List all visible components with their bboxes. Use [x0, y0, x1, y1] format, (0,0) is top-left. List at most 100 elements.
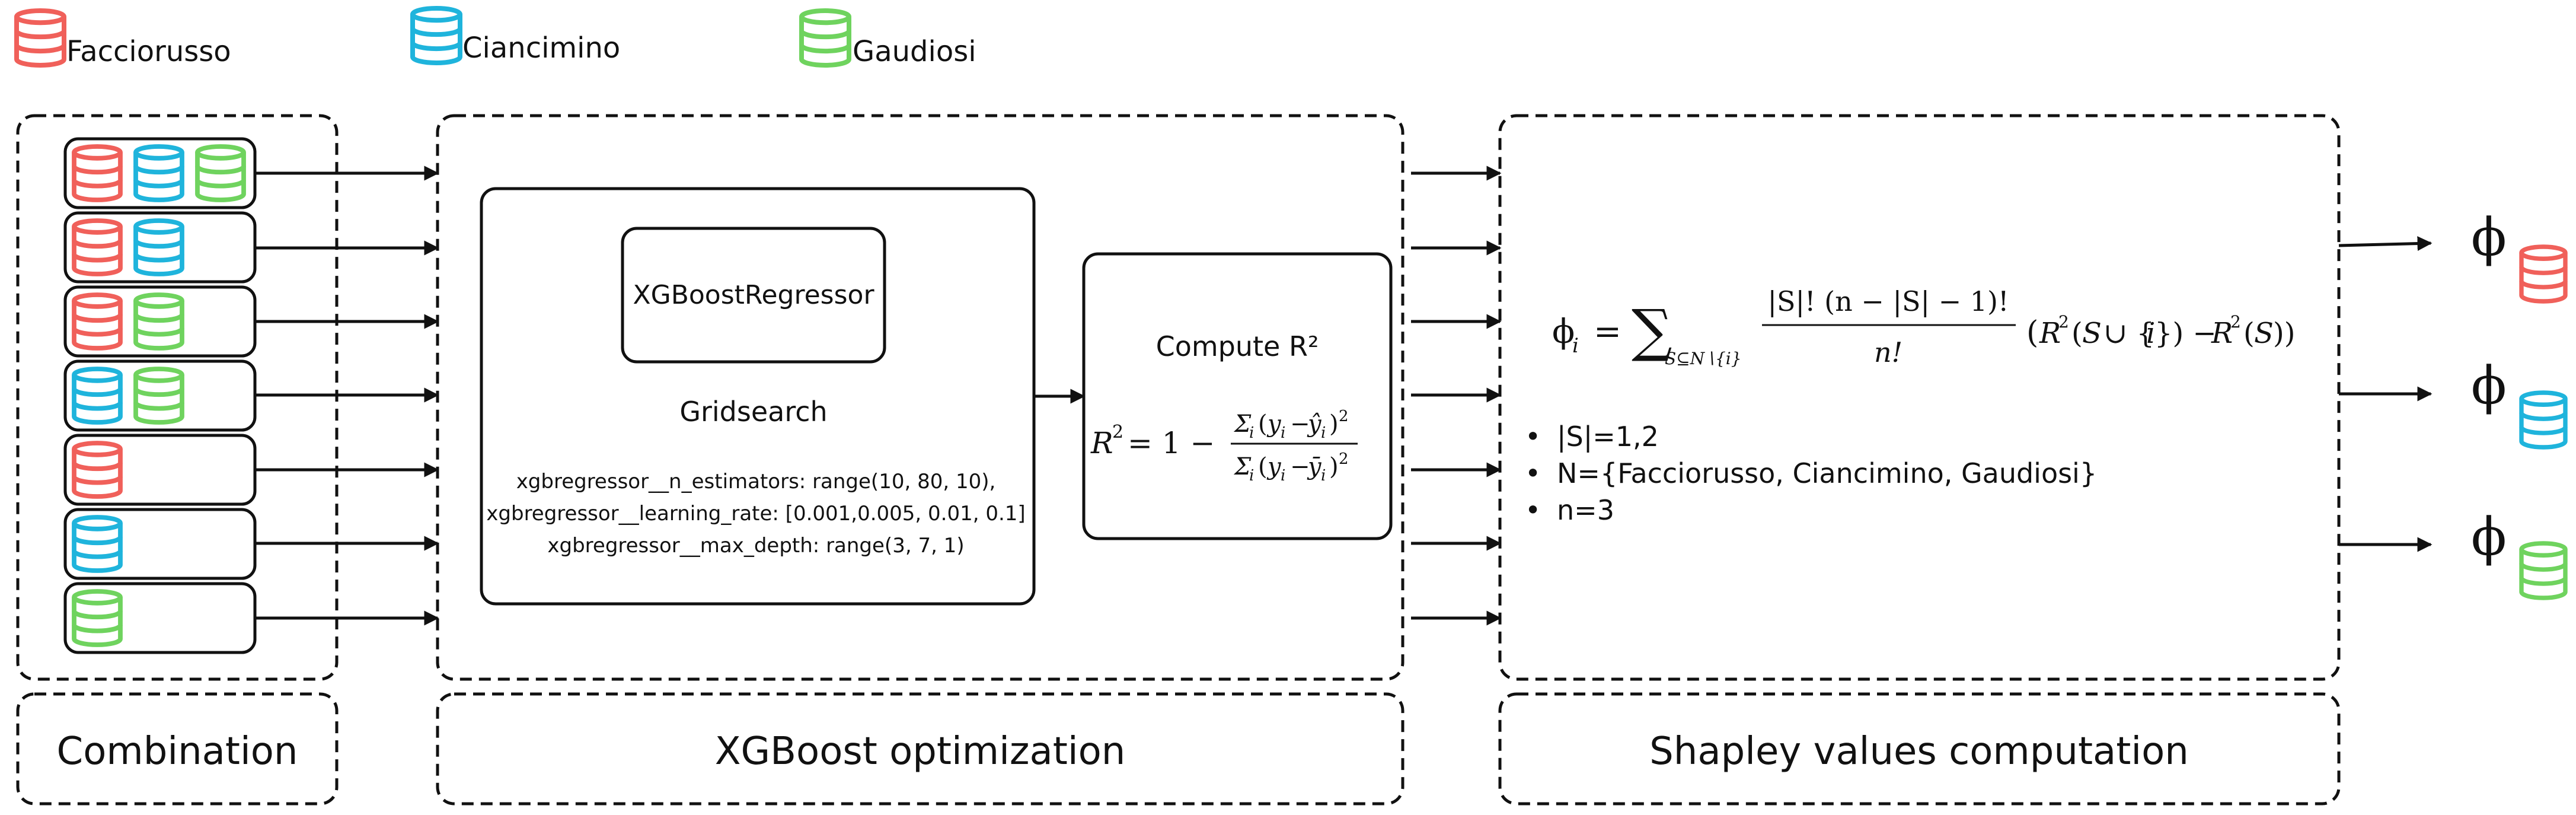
- stage-text: XGBoost optimization: [715, 730, 1126, 773]
- database-icon: [133, 144, 184, 202]
- database-icon: [72, 441, 123, 499]
- database-icon: [410, 6, 462, 65]
- stage-text: Shapley values computation: [1649, 730, 2189, 773]
- svg-text:S: S: [2082, 317, 2102, 350]
- svg-text:2: 2: [1339, 408, 1349, 425]
- svg-text:−: −: [1290, 453, 1310, 480]
- svg-text:i: i: [1249, 424, 1254, 442]
- bullet-text: N={Facciorusso, Ciancimino, Gaudiosi}: [1557, 457, 2097, 489]
- svg-text:2: 2: [1339, 450, 1349, 468]
- bullet-text: n=3: [1557, 494, 1614, 526]
- database-icon: [72, 144, 123, 202]
- svg-text:Σ: Σ: [1233, 453, 1252, 480]
- legend-item-facciorusso: Facciorusso: [14, 8, 231, 68]
- svg-text:|S|! (n − |S| − 1)!: |S|! (n − |S| − 1)!: [1768, 285, 2009, 317]
- svg-text:}) −: }) −: [2154, 317, 2217, 350]
- combination-row: [63, 359, 257, 432]
- database-icon: [72, 218, 123, 276]
- svg-text:): ): [1329, 410, 1339, 438]
- legend-label: Gaudiosi: [853, 35, 976, 68]
- stage-label-combination: Combination: [16, 692, 339, 806]
- svg-text:)): )): [2273, 317, 2295, 350]
- phi-symbol: ϕ: [2471, 506, 2507, 567]
- svg-text:ϕ: ϕ: [1552, 313, 1575, 351]
- database-icon: [133, 292, 184, 351]
- svg-text:= 1 −: = 1 −: [1128, 426, 1215, 460]
- svg-text:2: 2: [1112, 422, 1123, 442]
- database-icon: [72, 589, 123, 647]
- svg-text:Σ: Σ: [1233, 410, 1252, 438]
- database-icon: [133, 218, 184, 276]
- model-label: XGBoostRegressor: [633, 280, 874, 310]
- legend-label: Facciorusso: [66, 35, 231, 68]
- stage-label-xgboost: XGBoost optimization: [436, 692, 1404, 806]
- svg-text:S⊆N∖{i}: S⊆N∖{i}: [1665, 349, 1742, 368]
- param-line: xgbregressor__max_depth: range(3, 7, 1): [547, 534, 964, 558]
- database-icon: [2519, 390, 2568, 450]
- output-phi-gaudiosi: ϕ: [2471, 506, 2568, 600]
- database-icon: [72, 292, 123, 351]
- shapley-panel: [1498, 114, 2341, 681]
- svg-text:R: R: [1090, 426, 1113, 460]
- database-icon: [14, 8, 66, 68]
- r2-formula: R 2 = 1 − Σ i ( y i − ŷ i ) 2 Σ i ( y i …: [1090, 408, 1358, 485]
- svg-text:i: i: [1281, 467, 1285, 485]
- svg-text:i: i: [1321, 467, 1326, 485]
- gridsearch-label: Gridsearch: [679, 396, 827, 428]
- svg-text:(: (: [2026, 315, 2038, 351]
- database-icon: [799, 8, 851, 68]
- svg-text:∪ {: ∪ {: [2103, 317, 2154, 350]
- svg-text:y: y: [1266, 453, 1282, 480]
- combination-row: [63, 582, 257, 654]
- svg-text:ŷ: ŷ: [1307, 410, 1322, 438]
- combination-panel: [16, 114, 339, 681]
- legend-item-ciancimino: Ciancimino: [410, 6, 620, 65]
- svg-text:ȳ: ȳ: [1307, 453, 1322, 480]
- combination-row: [63, 434, 257, 506]
- svg-text:i: i: [1321, 424, 1326, 442]
- database-icon: [195, 144, 246, 202]
- svg-text:R: R: [2039, 317, 2061, 350]
- xgboost-panel: [436, 114, 1404, 681]
- svg-text:(: (: [2071, 317, 2083, 350]
- svg-text:(: (: [1258, 410, 1268, 438]
- param-line: xgbregressor__learning_rate: [0.001,0.00…: [486, 502, 1025, 526]
- database-icon: [72, 367, 123, 425]
- svg-text:): ): [1329, 453, 1339, 480]
- combination-list: [63, 137, 257, 654]
- shapley-formula: ϕ i = ∑ S⊆N∖{i} |S|! (n − |S| − 1)! n! (…: [1552, 285, 2295, 368]
- output-arrows: [2338, 236, 2433, 552]
- svg-text:i: i: [1249, 467, 1254, 485]
- combination-arrows: [255, 165, 439, 626]
- database-icon: [2519, 541, 2568, 600]
- r2-title: Compute R²: [1156, 330, 1319, 362]
- phi-symbol: ϕ: [2471, 355, 2507, 416]
- svg-text:R: R: [2211, 317, 2233, 350]
- combination-row: [63, 137, 257, 209]
- combination-row: [63, 285, 257, 358]
- legend-label: Ciancimino: [462, 31, 620, 65]
- svg-text:−: −: [1290, 410, 1310, 438]
- svg-text:•: •: [1525, 457, 1541, 489]
- svg-text:•: •: [1525, 421, 1541, 453]
- svg-text:S: S: [2254, 317, 2274, 350]
- database-icon: [72, 515, 123, 573]
- stage-text: Combination: [57, 730, 298, 773]
- svg-text:(: (: [1258, 453, 1268, 480]
- bullet-text: |S|=1,2: [1557, 421, 1659, 453]
- svg-text:=: =: [1594, 313, 1621, 351]
- svg-text:i: i: [1572, 334, 1579, 358]
- shapley-bullets: • |S|=1,2 • N={Facciorusso, Ciancimino, …: [1525, 421, 2097, 526]
- param-line: xgbregressor__n_estimators: range(10, 80…: [516, 470, 996, 494]
- svg-text:∑: ∑: [1632, 297, 1672, 364]
- stage-label-shapley: Shapley values computation: [1498, 692, 2341, 806]
- database-icon: [133, 367, 184, 425]
- svg-text:n!: n!: [1874, 336, 1903, 368]
- phi-symbol: ϕ: [2471, 206, 2507, 268]
- svg-text:2: 2: [2230, 312, 2241, 332]
- compute-r2-box: Compute R² R 2 = 1 − Σ i ( y i − ŷ i ) 2…: [1082, 252, 1393, 540]
- combination-row: [63, 508, 257, 580]
- svg-text:•: •: [1525, 494, 1541, 526]
- xgboost-regressor-box: XGBoostRegressor: [621, 227, 886, 364]
